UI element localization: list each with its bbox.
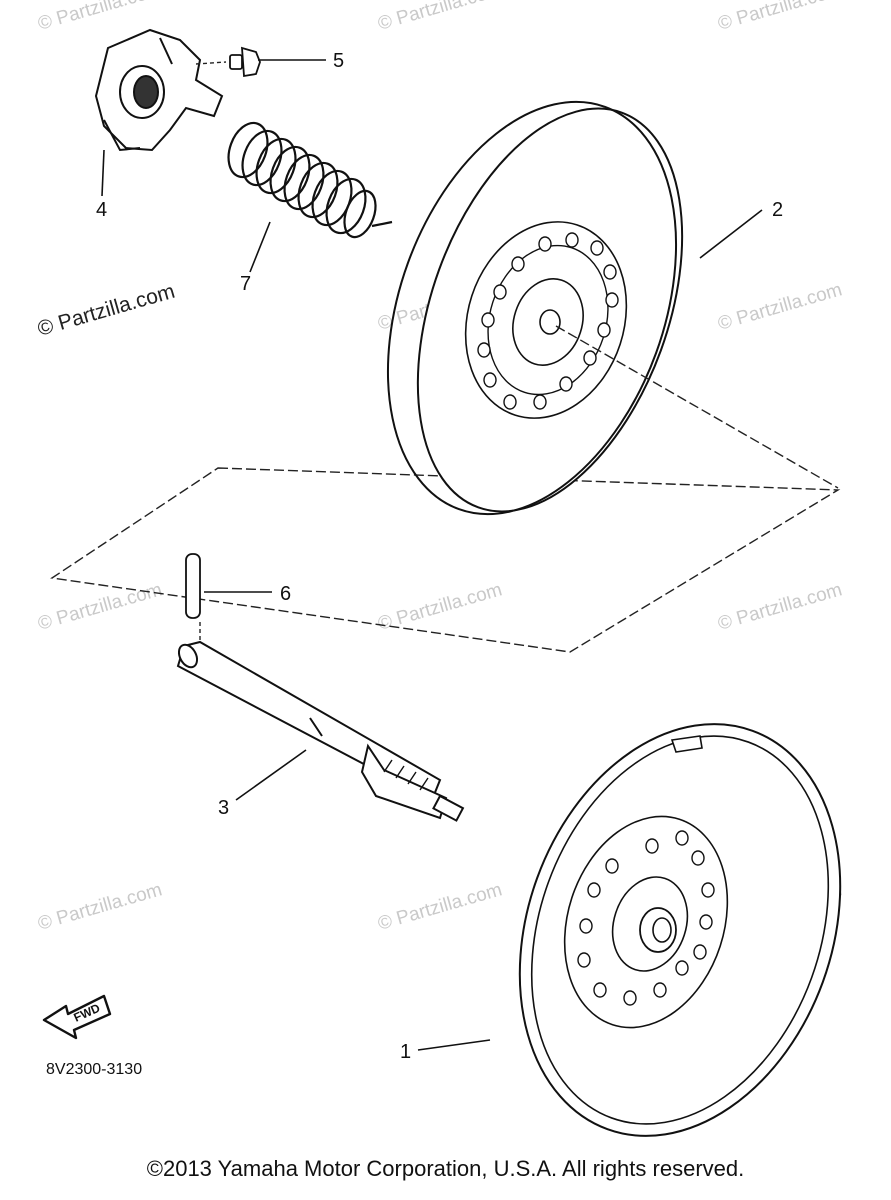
sheave-bolt-holes bbox=[477, 232, 619, 410]
part-1-sheave bbox=[518, 723, 842, 1137]
callout-7: 7 bbox=[240, 273, 251, 295]
part-7-spring bbox=[227, 121, 393, 239]
watermark: © Partzilla.com bbox=[36, 879, 165, 934]
part-4-spider bbox=[94, 28, 224, 152]
callouts: 5 4 7 2 6 3 1 bbox=[96, 50, 783, 1063]
assembly-plane-outline bbox=[50, 467, 841, 653]
callout-6: 6 bbox=[280, 583, 291, 605]
fwd-arrow-icon: FWD bbox=[42, 994, 112, 1040]
part-2-sheave bbox=[386, 100, 684, 516]
copyright-footer: ©2013 Yamaha Motor Corporation, U.S.A. A… bbox=[146, 1156, 745, 1181]
watermark-primary: © Partzilla.com bbox=[35, 280, 177, 341]
axis-line bbox=[555, 325, 839, 489]
callout-4: 4 bbox=[96, 199, 107, 221]
watermark: © Partzilla.com bbox=[376, 879, 505, 934]
connector bbox=[195, 61, 227, 65]
leader-lines bbox=[101, 59, 763, 1051]
watermark: © Partzilla.com bbox=[716, 0, 845, 35]
watermark: © Partzilla.com bbox=[716, 579, 845, 634]
watermark: © Partzilla.com bbox=[36, 0, 165, 35]
watermark: © Partzilla.com bbox=[36, 579, 165, 634]
part-6-pin bbox=[185, 553, 201, 619]
drawing-code: 8V2300-3130 bbox=[46, 1061, 142, 1078]
part-5-bolt bbox=[229, 46, 261, 78]
watermark: © Partzilla.com bbox=[716, 279, 845, 334]
callout-2: 2 bbox=[772, 199, 783, 221]
callout-3: 3 bbox=[218, 797, 229, 819]
watermark: © Partzilla.com bbox=[376, 0, 505, 35]
part-3-shaft bbox=[176, 640, 465, 822]
lower-sheave-bolt-holes bbox=[577, 830, 715, 1006]
callout-1: 1 bbox=[400, 1041, 411, 1063]
callout-5: 5 bbox=[333, 50, 344, 72]
